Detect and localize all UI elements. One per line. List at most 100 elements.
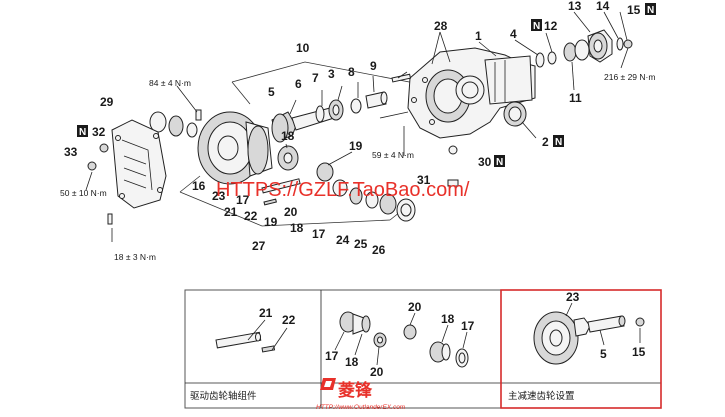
label-17a: 17 <box>236 193 250 207</box>
torque-59: 59 ± 4 N·m <box>372 150 414 160</box>
label-16: 16 <box>192 179 206 193</box>
svg-text:N: N <box>496 157 503 168</box>
plug-31 <box>447 179 459 187</box>
side-gear-18 <box>277 145 299 171</box>
label-15: 15 <box>627 3 641 17</box>
label-32: 32 <box>92 125 106 139</box>
label-30: 30 <box>478 155 492 169</box>
label-24: 24 <box>336 233 350 247</box>
bolt-a <box>379 111 409 119</box>
part-number-labels: 28 1 4 12 13 14 15 11 2 30 31 10 5 6 7 3… <box>64 0 641 257</box>
n-marker-15: N <box>645 3 656 16</box>
panel-right-label-23: 23 <box>566 290 580 304</box>
label-18b: 18 <box>290 221 304 235</box>
side-bearing-right <box>349 187 416 222</box>
plug-33 <box>87 161 97 171</box>
label-4: 4 <box>510 27 517 41</box>
svg-text:N: N <box>533 21 540 32</box>
watermark-url: HTTPS://GZLF.TaoBao.com/ <box>216 179 470 201</box>
breather-30 <box>448 145 458 155</box>
label-31: 31 <box>417 173 431 187</box>
label-22: 22 <box>244 209 258 223</box>
differential-case <box>245 121 273 177</box>
bracket-27 <box>179 191 391 227</box>
plug-32 <box>99 143 109 153</box>
label-33: 33 <box>64 145 78 159</box>
lock-pin-22 <box>263 198 277 206</box>
label-3: 3 <box>328 67 335 81</box>
label-25: 25 <box>354 237 368 251</box>
brand-logo: 菱锋 HTTP://www.OutlanderEX.com <box>316 378 406 411</box>
panel-right-label-15: 15 <box>632 345 646 359</box>
side-bearing-left <box>149 111 198 138</box>
thrust-washer-20 <box>332 179 348 197</box>
label-13: 13 <box>568 0 582 13</box>
shim-6 <box>315 105 325 123</box>
label-6: 6 <box>295 77 302 91</box>
label-18a: 18 <box>281 129 295 143</box>
label-11: 11 <box>569 91 582 105</box>
bracket-10 <box>231 61 426 86</box>
shim <box>547 51 557 65</box>
label-10: 10 <box>296 41 310 55</box>
torque-18: 18 ± 3 N·m <box>114 252 156 262</box>
bearing-7 <box>328 99 344 121</box>
differential-cover <box>111 119 167 209</box>
label-19b: 19 <box>264 215 278 229</box>
label-5: 5 <box>268 85 275 99</box>
label-27: 27 <box>252 239 266 253</box>
label-14: 14 <box>596 0 610 13</box>
svg-text:N: N <box>79 127 86 138</box>
n-marker-30: N <box>494 155 505 168</box>
spacer-4 <box>535 52 545 68</box>
panel-left-label-22: 22 <box>282 313 296 327</box>
label-9: 9 <box>370 59 377 73</box>
panel-left-label-21: 21 <box>259 306 273 320</box>
panel-mid-label-18a: 18 <box>441 312 455 326</box>
bearing-11-12 <box>563 39 590 62</box>
label-28: 28 <box>434 19 448 33</box>
label-1: 1 <box>475 29 482 43</box>
torque-216: 216 ± 29 N·m <box>604 72 655 82</box>
label-21: 21 <box>224 205 238 219</box>
panel-mid-label-18b: 18 <box>345 355 359 369</box>
label-7: 7 <box>312 71 319 85</box>
n-marker-12: N <box>531 19 542 32</box>
label-29: 29 <box>100 95 114 109</box>
pinion-shaft-21 <box>261 178 301 194</box>
label-2: 2 <box>542 135 549 149</box>
panel-mid-label-20a: 20 <box>408 300 422 314</box>
label-8: 8 <box>348 65 355 79</box>
label-23: 23 <box>212 189 226 203</box>
panel-mid-label-17b: 17 <box>325 349 339 363</box>
torque-84: 84 ± 4 N·m <box>149 78 191 88</box>
panel-right-caption: 主减速齿轮设置 <box>508 390 575 402</box>
torque-specs: 84 ± 4 N·m 216 ± 29 N·m 59 ± 4 N·m 50 ± … <box>60 72 655 262</box>
panel-mid-label-20b: 20 <box>370 365 384 379</box>
panel-right-label-5: 5 <box>600 347 607 361</box>
differential-carrier <box>407 47 536 139</box>
panel-differential-gears: 20 18 17 17 18 20 <box>325 300 475 379</box>
svg-text:N: N <box>555 137 562 148</box>
label-12: 12 <box>544 19 558 33</box>
washer-14 <box>616 37 624 51</box>
logo-text: 菱锋 <box>338 380 373 401</box>
logo-url: HTTP://www.OutlanderEX.com <box>316 404 406 411</box>
panel-pinion-shaft-assembly: 21 22 驱动齿轮轴组件 <box>190 306 296 402</box>
label-17b: 17 <box>312 227 326 241</box>
panel-left-caption: 驱动齿轮轴组件 <box>190 390 257 402</box>
label-20: 20 <box>284 205 298 219</box>
spacer-3-8 <box>350 91 388 114</box>
main-reduction-gear-highlight <box>500 289 662 409</box>
companion-flange <box>587 29 613 63</box>
n-marker-32: N <box>77 125 88 138</box>
oil-seal-2 <box>503 101 527 127</box>
nut-15 <box>623 39 633 49</box>
svg-text:N: N <box>647 5 654 16</box>
panel-main-reduction-gear: 23 5 15 主减速齿轮设置 <box>508 290 646 402</box>
leader-lines <box>85 11 629 242</box>
bolt-18 <box>107 213 113 225</box>
bolt-84 <box>195 109 202 121</box>
torque-50: 50 ± 10 N·m <box>60 188 107 198</box>
